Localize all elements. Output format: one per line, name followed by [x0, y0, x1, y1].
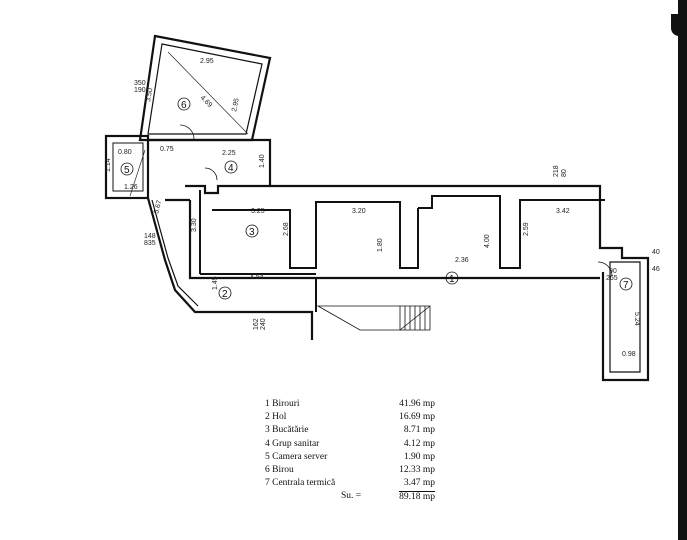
room-4-walls [185, 138, 272, 195]
legend-row: 5 Camera server 1.90 mp [265, 451, 435, 464]
legend-area: 16.69 mp [399, 412, 435, 423]
svg-text:1.45: 1.45 [212, 276, 219, 290]
svg-text:4.00: 4.00 [484, 234, 491, 248]
legend-area: 3.47 mp [403, 478, 435, 489]
room-number-5: 5 [124, 165, 130, 176]
svg-text:240: 240 [260, 318, 267, 330]
svg-text:162: 162 [253, 318, 260, 330]
svg-text:265: 265 [606, 275, 618, 282]
legend-row: 4 Grup sanitar 4.12 mp [265, 438, 435, 451]
svg-text:4.54: 4.54 [250, 274, 264, 281]
svg-text:0.98: 0.98 [622, 351, 636, 358]
svg-text:3.50: 3.50 [145, 88, 154, 103]
room-6-walls [138, 34, 272, 142]
room-number-markers: 6 4 5 3 2 1 7 [120, 97, 633, 300]
svg-text:1.80: 1.80 [377, 238, 384, 252]
room-number-3: 3 [249, 227, 255, 238]
svg-text:40: 40 [652, 249, 660, 256]
legend-label: 6 Birou [265, 465, 294, 476]
svg-text:5.67: 5.67 [153, 199, 163, 214]
svg-text:3.25: 3.25 [251, 208, 265, 215]
svg-text:1.14: 1.14 [105, 158, 112, 172]
svg-text:835: 835 [144, 240, 156, 247]
svg-text:2.68: 2.68 [283, 222, 290, 236]
office-walls [418, 195, 605, 269]
svg-text:2.25: 2.25 [222, 150, 236, 157]
scan-corner [671, 14, 687, 36]
svg-text:5.24: 5.24 [633, 312, 640, 326]
svg-text:190: 190 [134, 87, 146, 94]
area-legend: 1 Birouri 41.96 mp 2 Hol 16.69 mp 3 Bucătă… [265, 398, 435, 490]
room-number-6: 6 [181, 100, 187, 111]
svg-text:350: 350 [134, 80, 146, 87]
svg-text:0.75: 0.75 [160, 146, 174, 153]
svg-text:46: 46 [652, 266, 660, 273]
legend-area: 8.71 mp [403, 425, 435, 436]
room-number-7: 7 [623, 280, 629, 291]
room-7-walls [609, 261, 641, 373]
legend-area: 12.33 mp [399, 465, 435, 476]
hall-walls [200, 273, 317, 312]
legend-label: 7 Centrala termică [265, 478, 336, 489]
legend-label: 4 Grup sanitar [265, 438, 320, 449]
svg-text:2.95: 2.95 [231, 98, 241, 113]
legend-label: 1 Birouri [265, 399, 300, 409]
floor-plan: 6 4 5 3 2 1 7 2.95 2.95 3.50 4.69 0.75 2… [104, 34, 660, 382]
scan-edge [678, 0, 687, 540]
svg-text:80: 80 [561, 169, 568, 177]
legend-label: 3 Bucătărie [265, 425, 309, 436]
svg-text:218: 218 [553, 165, 560, 177]
staircase [316, 305, 431, 331]
legend-label: 5 Camera server [265, 451, 328, 462]
svg-text:148: 148 [144, 233, 156, 240]
room-number-4: 4 [228, 163, 234, 174]
svg-text:1.40: 1.40 [259, 154, 266, 168]
svg-text:4.69: 4.69 [199, 94, 214, 109]
total-label: Su. = [341, 491, 362, 501]
main-outer-wall [146, 138, 650, 382]
legend-row: 2 Hol 16.69 mp [265, 411, 435, 424]
svg-text:0.80: 0.80 [118, 149, 132, 156]
legend-row: 3 Bucătărie 8.71 mp [265, 424, 435, 437]
svg-text:2.59: 2.59 [523, 222, 530, 236]
room-5-walls [104, 134, 150, 200]
legend-row: 7 Centrala termică 3.47 mp [265, 477, 435, 490]
room-6-inner-wall [147, 43, 263, 135]
legend-row: 1 Birouri 41.96 mp [265, 398, 435, 411]
svg-text:3.30: 3.30 [191, 218, 198, 232]
svg-text:2.95: 2.95 [200, 58, 214, 65]
svg-text:3.42: 3.42 [556, 208, 570, 215]
legend-row: 6 Birou 12.33 mp [265, 464, 435, 477]
legend-area: 41.96 mp [399, 399, 435, 409]
total-value: 89.18 mp [399, 491, 435, 502]
svg-text:3.20: 3.20 [352, 208, 366, 215]
svg-text:90: 90 [609, 268, 617, 275]
room-number-1: 1 [449, 274, 455, 285]
svg-text:2.36: 2.36 [455, 257, 469, 264]
legend-area: 1.90 mp [403, 451, 435, 462]
kitchen-walls [199, 190, 419, 274]
svg-text:1.26: 1.26 [124, 184, 138, 191]
legend-label: 2 Hol [265, 412, 287, 423]
dimension-labels: 2.95 2.95 3.50 4.69 0.75 2.25 1.40 0.80 … [105, 58, 660, 358]
room-6-diagonal [167, 51, 249, 135]
room-number-2: 2 [222, 289, 228, 300]
door-arcs [179, 124, 613, 277]
total-area: Su. = 89.18 mp [341, 491, 435, 502]
legend-area: 4.12 mp [403, 438, 435, 449]
